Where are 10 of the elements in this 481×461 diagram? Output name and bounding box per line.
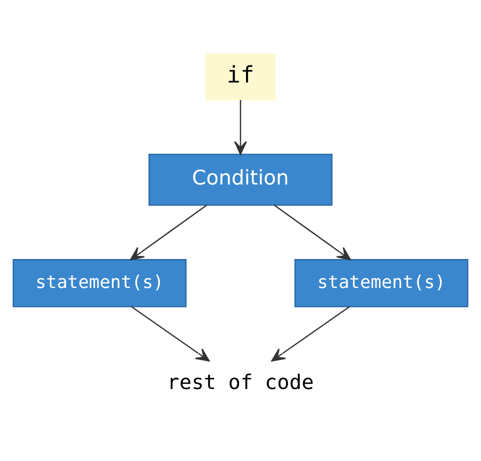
arrow — [274, 204, 351, 260]
arrow — [271, 306, 350, 362]
node-box: Condition — [148, 154, 333, 206]
node-box: statement(s) — [12, 259, 187, 308]
arrow — [234, 100, 247, 155]
node-text: rest of code — [167, 370, 314, 394]
arrow — [131, 306, 210, 362]
node-box: if — [206, 53, 276, 100]
node-box: statement(s) — [294, 259, 468, 308]
arrow — [130, 204, 208, 260]
